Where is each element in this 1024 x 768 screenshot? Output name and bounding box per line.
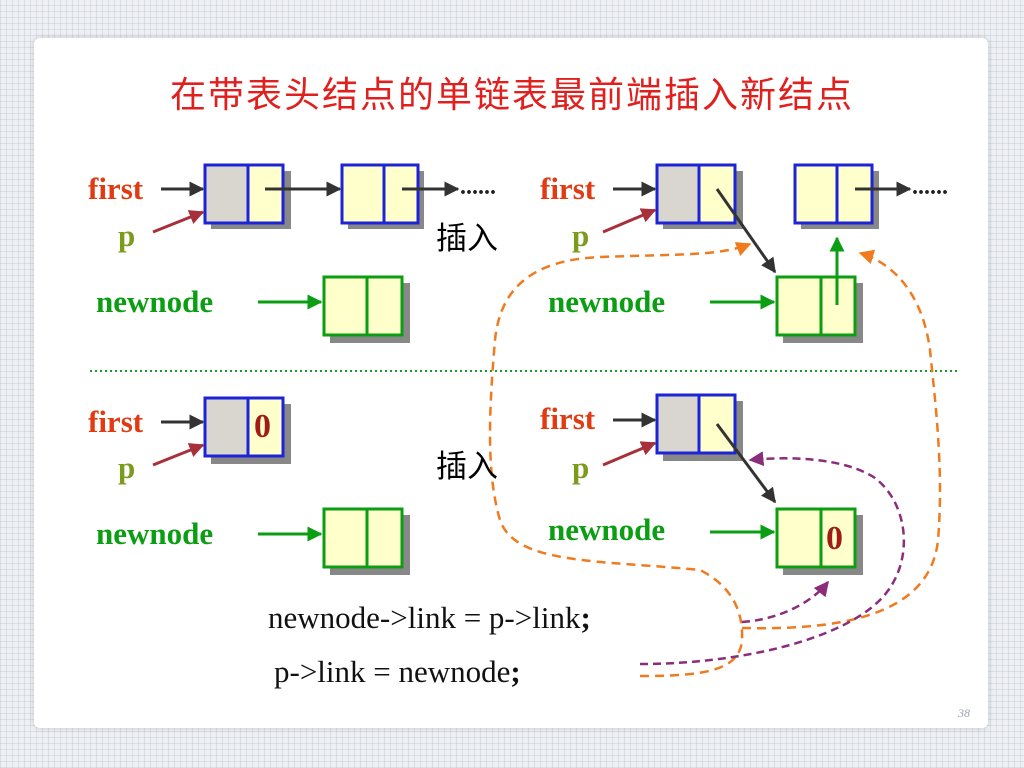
- newnode-label-q4: newnode: [548, 512, 666, 547]
- head-node-q4: [655, 393, 743, 461]
- newnode-label-q3: newnode: [96, 516, 214, 551]
- orange-path-line1-to-q2-newnode: [741, 249, 942, 630]
- code-line-1-text: newnode->link = p->link: [268, 600, 581, 635]
- head-to-newnode-arrow-q4: [715, 423, 777, 504]
- list-node-q2: [793, 163, 879, 229]
- first-label-q1: first: [88, 171, 144, 206]
- new-node-q3: [322, 507, 410, 575]
- ellipsis-q2: ......: [912, 174, 948, 200]
- head-to-newnode-arrow-q2: [715, 188, 777, 274]
- purple-path-line2-to-q4-head: [639, 451, 906, 666]
- p-label-q1: p: [118, 218, 136, 253]
- head-node-q2: [655, 163, 743, 229]
- p-label-q3: p: [118, 450, 136, 485]
- new-node-q1: [322, 275, 410, 343]
- new-node-q2: [775, 275, 863, 343]
- code-line-2-semicolon: ;: [510, 654, 521, 689]
- p-arrow-q4: [602, 441, 657, 467]
- new-node-q4: [775, 507, 863, 575]
- code-line-2: p->link = newnode;: [274, 656, 521, 687]
- p-arrow-q2: [602, 208, 657, 234]
- p-arrow-q3: [152, 443, 205, 467]
- slide-title: 在带表头结点的单链表最前端插入新结点: [169, 75, 854, 116]
- purple-path-line1-to-q4-newnode: [741, 580, 829, 624]
- newnode-label-q1: newnode: [96, 284, 214, 319]
- p-label-q4: p: [572, 450, 590, 485]
- list-node-q1: [340, 163, 424, 229]
- code-line-2-text: p->link = newnode: [274, 654, 511, 689]
- insert-label-top: 插入: [436, 221, 498, 257]
- first-label-q3: first: [88, 404, 144, 439]
- first-label-q2: first: [540, 171, 596, 206]
- head-node-q1: [203, 163, 291, 229]
- page-number: 38: [958, 706, 970, 720]
- insert-label-bottom: 插入: [436, 449, 498, 485]
- code-line-1-semicolon: ;: [580, 600, 591, 635]
- slide-panel: [34, 38, 988, 728]
- head-node-q3: [203, 396, 291, 464]
- p-label-q2: p: [572, 218, 590, 253]
- p-arrow-q1: [152, 210, 205, 234]
- ellipsis-q1: ......: [460, 174, 496, 200]
- newnode-label-q2: newnode: [548, 284, 666, 319]
- null-link-q3: 0: [254, 408, 271, 445]
- code-line-1: newnode->link = p->link;: [268, 602, 591, 633]
- first-label-q4: first: [540, 401, 596, 436]
- null-link-q4: 0: [826, 520, 843, 557]
